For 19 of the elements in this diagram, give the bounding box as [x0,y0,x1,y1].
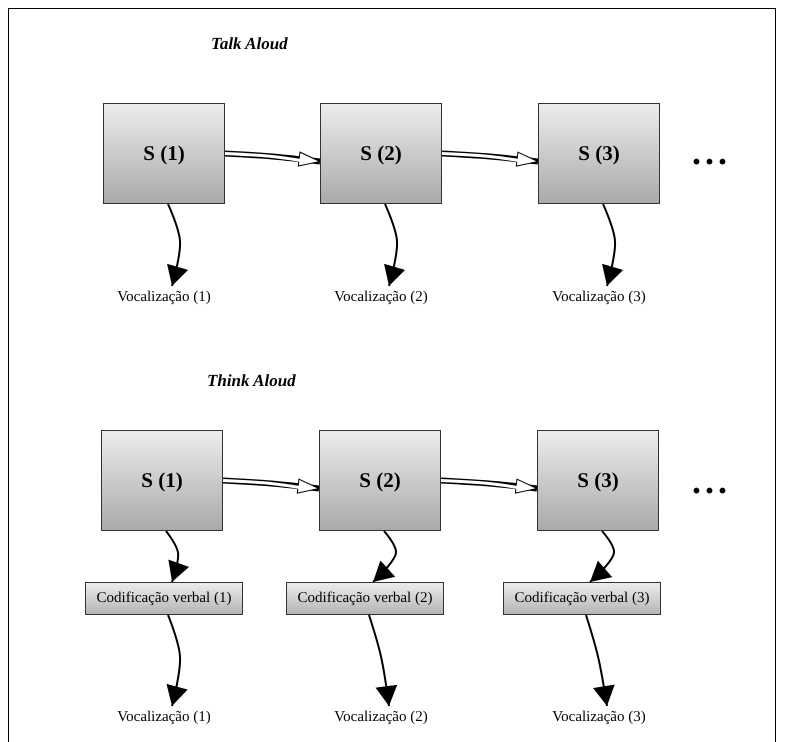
stage-box: S (2) [319,430,441,531]
vocalization-text: Vocalização (3) [539,706,659,728]
stage-box: S (3) [538,103,660,204]
ellipsis: ... [692,134,731,170]
vocalization-text: Vocalização (1) [104,286,224,308]
vocalization-text: Vocalização (2) [321,706,441,728]
encoding-box: Codificação verbal (1) [85,582,243,615]
vocalization-text: Vocalização (1) [104,706,224,728]
encoding-box: Codificação verbal (3) [503,582,661,615]
stage-box: S (1) [101,430,223,531]
vocalization-text: Vocalização (3) [539,286,659,308]
vocalization-text: Vocalização (2) [321,286,441,308]
section-heading: Think Aloud [207,371,296,391]
stage-box: S (2) [320,103,442,204]
ellipsis: ... [692,463,731,499]
stage-box: S (3) [537,430,659,531]
section-heading: Talk Aloud [211,34,288,54]
encoding-box: Codificação verbal (2) [286,582,444,615]
stage-box: S (1) [103,103,225,204]
